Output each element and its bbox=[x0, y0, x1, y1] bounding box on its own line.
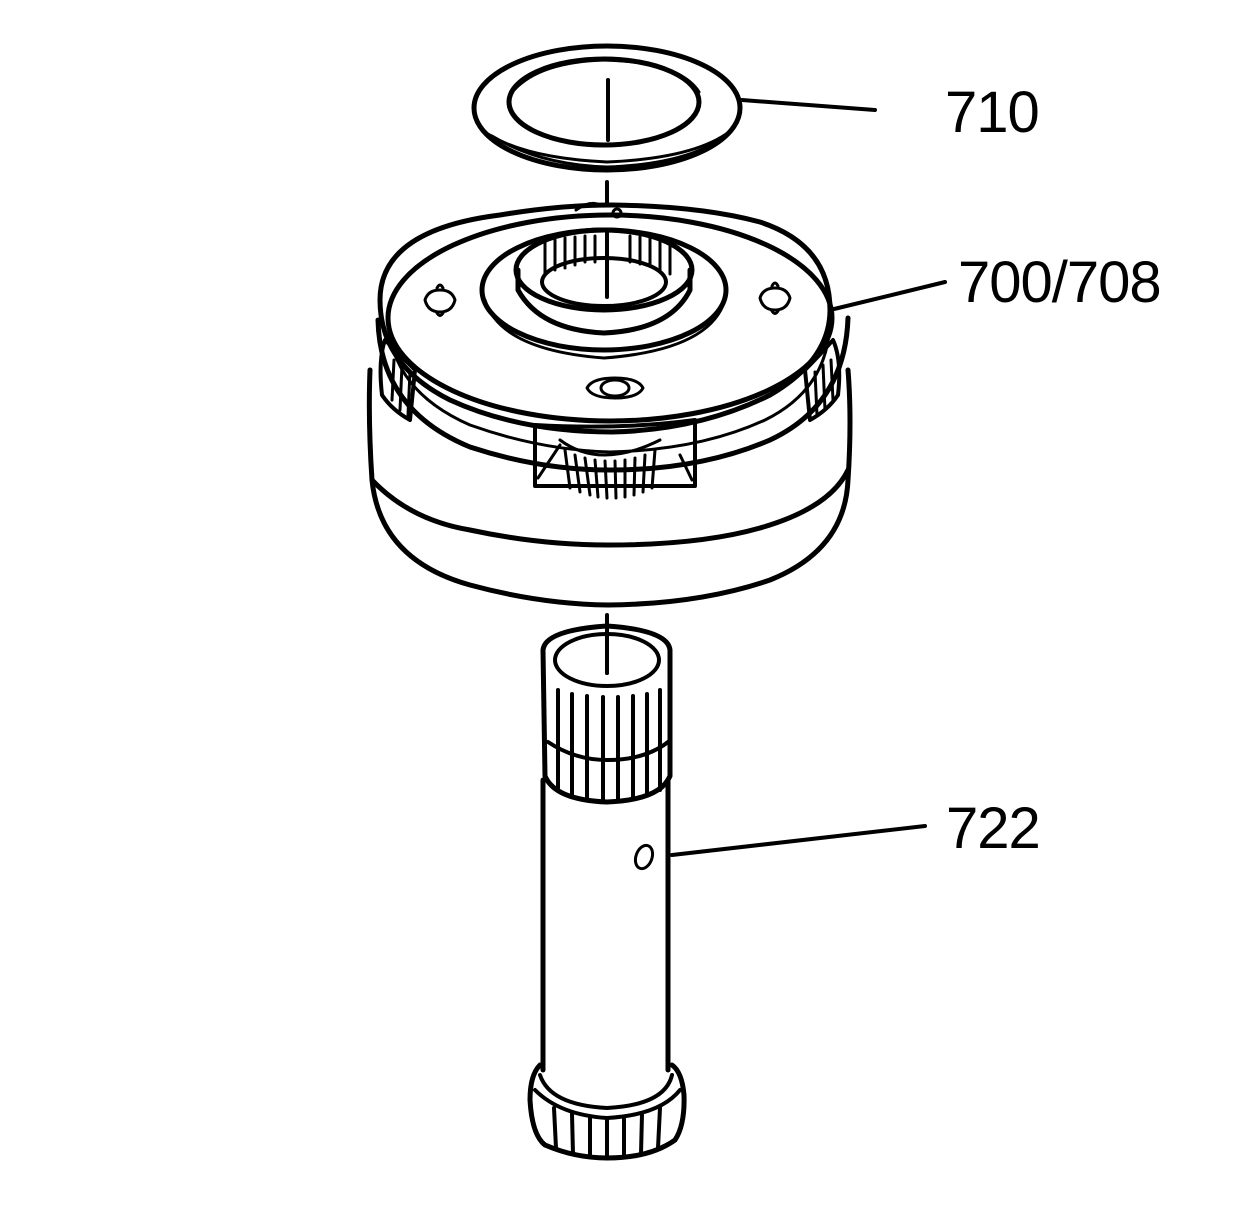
pinion-window-right bbox=[803, 338, 842, 422]
keyhole-slot-right bbox=[758, 281, 792, 315]
pinion-window-front bbox=[533, 418, 697, 500]
keyhole-slot-left bbox=[423, 283, 457, 317]
keyhole-slot-front bbox=[585, 376, 645, 400]
callout-label-722: 722 bbox=[946, 796, 1041, 861]
callout-label-700-708: 700/708 bbox=[958, 250, 1162, 315]
pinion-window-left bbox=[378, 338, 417, 422]
thrust-washer-710 bbox=[471, 43, 877, 173]
planetary-carrier-700-708 bbox=[366, 201, 947, 608]
shaft-722 bbox=[527, 623, 927, 1161]
callout-label-710: 710 bbox=[945, 80, 1040, 145]
